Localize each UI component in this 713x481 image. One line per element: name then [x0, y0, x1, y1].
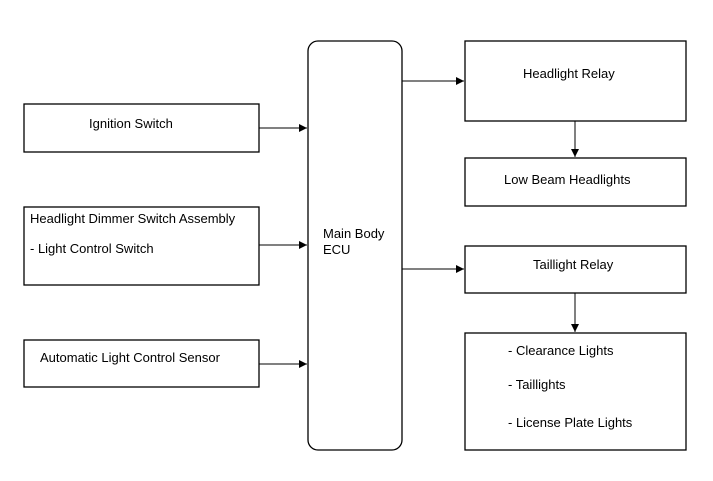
low-beam-headlights-box: [464, 157, 687, 207]
dimmer-switch-title: Headlight Dimmer Switch Assembly: [30, 211, 236, 226]
main-body-ecu-block: Main Body ECU: [307, 40, 403, 451]
low-beam-headlights-block: Low Beam Headlights: [464, 157, 687, 207]
lights-block: - Clearance Lights - Taillights - Licens…: [464, 332, 687, 451]
dimmer-switch-subtitle: - Light Control Switch: [30, 241, 154, 256]
clearance-lights-label: - Clearance Lights: [508, 343, 614, 358]
main-body-ecu-label-line2: ECU: [323, 242, 350, 257]
headlight-relay-label: Headlight Relay: [523, 66, 615, 81]
ignition-switch-box: [23, 103, 260, 153]
headlight-relay-box: [464, 40, 687, 122]
dimmer-switch-block: Headlight Dimmer Switch Assembly - Light…: [23, 206, 260, 286]
light-sensor-box: [23, 339, 260, 388]
main-body-ecu-box: [307, 40, 403, 451]
main-body-ecu-label-line1: Main Body: [323, 226, 385, 241]
lights-box: [464, 332, 687, 451]
ignition-switch-label: Ignition Switch: [89, 116, 173, 131]
license-plate-lights-label: - License Plate Lights: [508, 415, 633, 430]
taillights-label: - Taillights: [508, 377, 566, 392]
headlight-relay-block: Headlight Relay: [464, 40, 687, 122]
low-beam-headlights-label: Low Beam Headlights: [504, 172, 631, 187]
dimmer-switch-box: [23, 206, 260, 286]
taillight-relay-label: Taillight Relay: [533, 257, 614, 272]
ignition-switch-block: Ignition Switch: [23, 103, 260, 153]
light-sensor-block: Automatic Light Control Sensor: [23, 339, 260, 388]
taillight-relay-block: Taillight Relay: [464, 245, 687, 294]
light-sensor-label: Automatic Light Control Sensor: [40, 350, 221, 365]
